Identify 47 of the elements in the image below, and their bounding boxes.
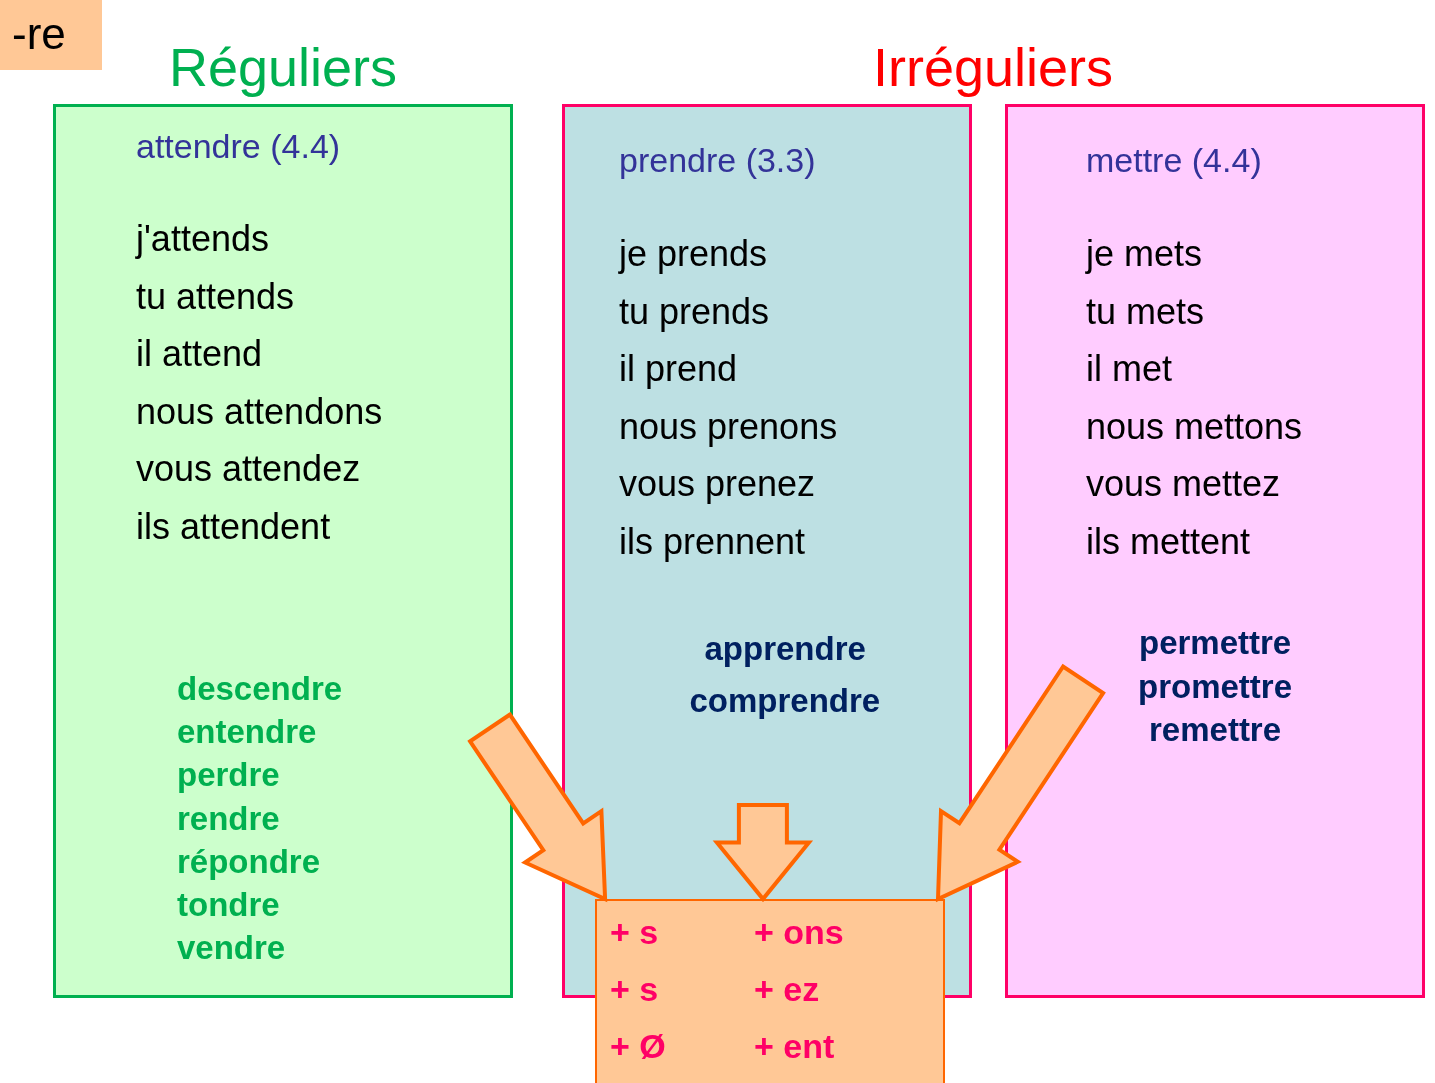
ending-text: + Ø [610,1029,666,1063]
conjugation-line: ils attendent [136,508,331,545]
conjugation-line: tu mets [1086,293,1205,330]
block-arrow [467,711,608,903]
verb-heading: prendre (3.3) [619,143,816,177]
verb-list-item: entendre [177,715,317,749]
verb-panel [1005,104,1425,998]
conjugation-line: ils mettent [1086,523,1251,560]
suffix-label: -re [12,12,66,56]
ending-text: + ons [754,915,844,949]
verb-list-item: apprendre [704,632,866,665]
ending-text: + s [610,915,659,949]
verb-list-item: vendre [177,931,286,965]
endings-box [595,899,945,1083]
verb-list-item: descendre [177,672,343,705]
block-arrow [935,663,1106,903]
conjugation-line: j'attends [136,221,269,257]
verb-panel [53,104,513,998]
verb-list-item: rendre [177,801,280,835]
conjugation-line: vous prenez [619,466,816,502]
verb-list-item: remettre [1149,713,1282,746]
ending-text: + s [610,972,659,1006]
verb-list-item: comprendre [689,684,881,717]
conjugation-line: nous attendons [136,393,383,430]
conjugation-line: nous prenons [619,408,838,445]
conjugation-line: vous attendez [136,451,361,487]
verb-list-item: promettre [1138,669,1293,703]
conjugation-line: je mets [1086,236,1203,272]
verb-list-item: permettre [1139,626,1292,659]
block-arrow [712,802,814,903]
conjugation-line: tu attends [136,278,295,315]
conjugation-line: il attend [136,336,263,372]
ending-text: + ez [754,972,820,1006]
verb-list-item: répondre [177,844,321,878]
conjugation-line: vous mettez [1086,466,1281,502]
ending-text: + ent [754,1029,835,1063]
conjugation-line: ils prennent [619,523,806,560]
conjugation-line: je prends [619,236,768,272]
tag-box [0,0,102,70]
verb-heading: attendre (4.4) [136,129,341,163]
conjugation-line: tu prends [619,293,770,330]
conjugation-line: il prend [619,351,738,387]
verb-list-item: perdre [177,758,280,792]
verb-list-item: tondre [177,888,280,921]
verb-heading: mettre (4.4) [1086,143,1262,177]
conjugation-line: il met [1086,351,1172,387]
conjugation-line: nous mettons [1086,408,1303,445]
